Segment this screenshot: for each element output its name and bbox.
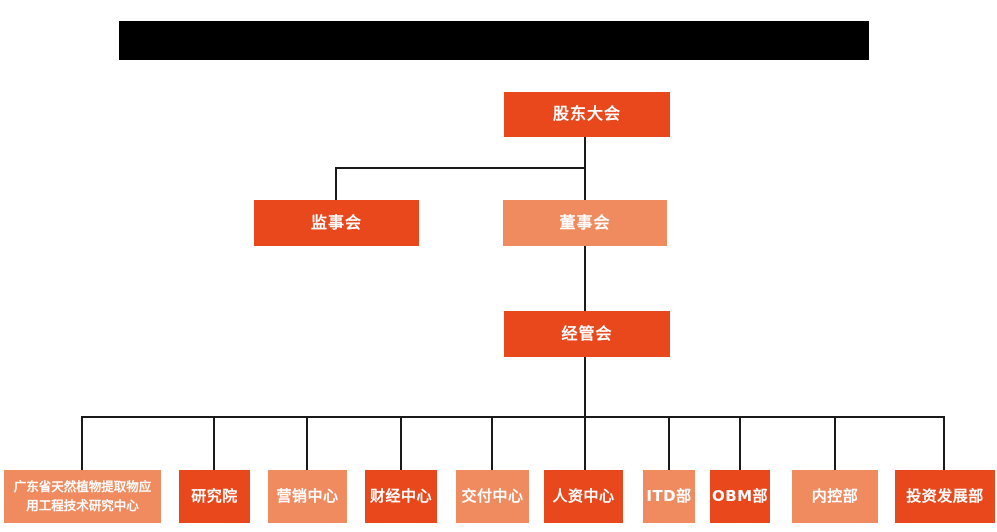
connector-line (584, 246, 586, 311)
org-node-department-hr-center: 人资中心 (544, 470, 623, 523)
connector-line (213, 416, 215, 470)
connector-line (668, 416, 670, 470)
connector-line (81, 416, 83, 470)
connector-line (335, 167, 586, 169)
org-node-department-itd: ITD部 (643, 470, 695, 523)
connector-line (584, 167, 586, 200)
connector-line (943, 416, 945, 470)
connector-line (81, 416, 945, 418)
org-node-department-marketing-center: 营销中心 (268, 470, 347, 523)
org-node-department-research-center: 广东省天然植物提取物应用工程技术研究中心 (4, 470, 161, 523)
org-node-department-investment-development: 投资发展部 (895, 470, 995, 523)
org-node-shareholders-meeting: 股东大会 (504, 92, 670, 137)
redacted-title-bar (119, 21, 869, 60)
connector-line (739, 416, 741, 470)
org-node-department-research-institute: 研究院 (179, 470, 250, 523)
connector-line (400, 416, 402, 470)
connector-line (834, 416, 836, 470)
connector-line (584, 137, 586, 168)
org-node-management-committee: 经管会 (504, 311, 670, 357)
connector-line (306, 416, 308, 470)
connector-line (491, 416, 493, 470)
org-node-supervisory-board: 监事会 (254, 200, 419, 246)
org-node-department-internal-control: 内控部 (792, 470, 878, 523)
connector-line (584, 416, 586, 470)
org-node-department-delivery-center: 交付中心 (456, 470, 529, 523)
connector-line (335, 167, 337, 200)
connector-line (584, 357, 586, 418)
org-node-department-obm: OBM部 (710, 470, 770, 523)
org-node-department-finance-center: 财经中心 (365, 470, 437, 523)
org-node-board-of-directors: 董事会 (503, 200, 667, 246)
